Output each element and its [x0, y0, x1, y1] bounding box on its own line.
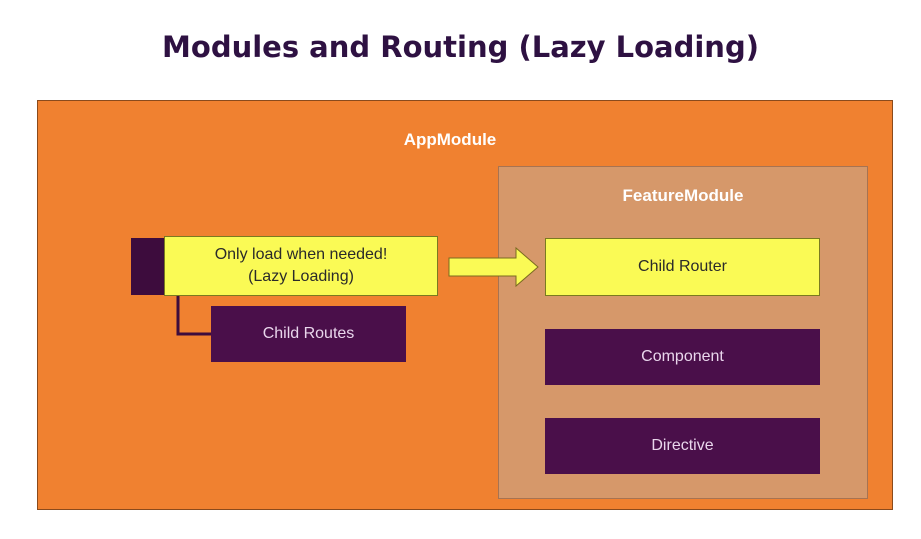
- feature-module-label: FeatureModule: [622, 186, 744, 205]
- child-router-box: Child Router: [545, 238, 820, 296]
- child-routes-box: Child Routes: [211, 306, 406, 362]
- lazy-note-line1: Only load when needed!: [214, 246, 388, 263]
- lazy-note-line2: (Lazy Loading): [248, 268, 354, 285]
- lazy-loading-note: Only load when needed! (Lazy Loading): [164, 236, 438, 296]
- child-routes-connector-line: [176, 295, 211, 336]
- component-box: Component: [545, 329, 820, 385]
- app-module-label: AppModule: [403, 130, 497, 149]
- directive-box: Directive: [545, 418, 820, 474]
- right-arrow-icon: [448, 246, 539, 288]
- lazy-route-marker: [131, 238, 167, 295]
- slide-title: Modules and Routing (Lazy Loading): [162, 30, 759, 64]
